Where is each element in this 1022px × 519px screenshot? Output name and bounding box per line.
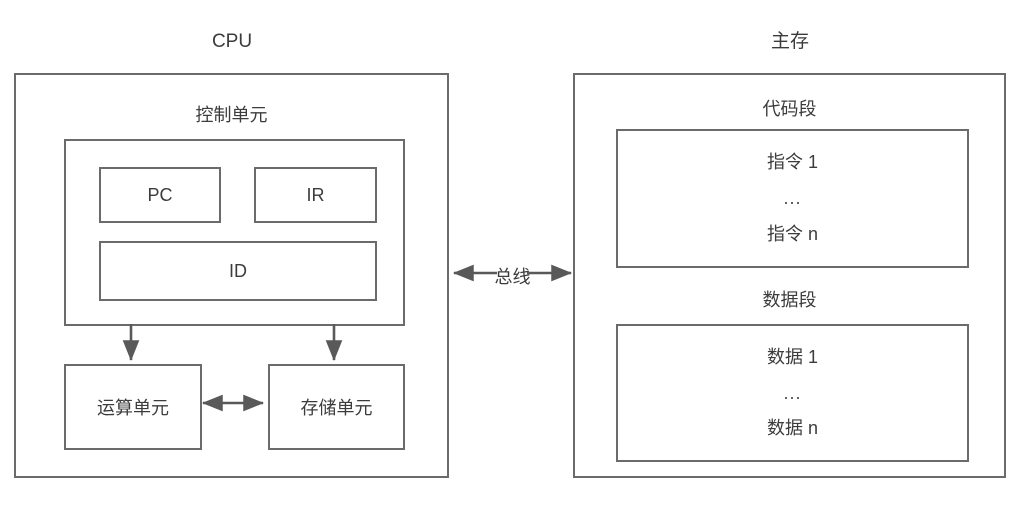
code-segment-box: 指令 1 ... 指令 n [616, 129, 969, 268]
data-segment-label: 数据段 [762, 290, 817, 310]
data-segment-items: 数据 1 ... 数据 n [618, 326, 967, 460]
alu-label: 运算单元 [97, 398, 169, 418]
data-item-first: 数据 1 [766, 346, 818, 367]
code-item-last: 指令 n [766, 223, 818, 244]
register-id-box: ID [99, 241, 377, 301]
cpu-box: 控制单元 PC IR ID 运算单元 存储单元 [14, 73, 449, 478]
storage-unit-box: 存储单元 [268, 364, 405, 450]
code-segment-label: 代码段 [762, 99, 817, 119]
data-item-ellipsis: ... [783, 382, 802, 403]
memory-title: 主存 [770, 31, 809, 52]
storage-unit-label: 存储单元 [300, 398, 373, 418]
data-segment-box: 数据 1 ... 数据 n [616, 324, 969, 462]
alu-box: 运算单元 [64, 364, 202, 450]
code-segment-items: 指令 1 ... 指令 n [618, 131, 967, 266]
register-ir-box: IR [254, 167, 377, 223]
control-unit-label: 控制单元 [195, 105, 268, 125]
control-unit-box: PC IR ID [64, 139, 405, 326]
cpu-title: CPU [211, 31, 253, 52]
register-pc-label: PC [147, 184, 173, 205]
code-item-ellipsis: ... [783, 188, 802, 209]
main-memory-box: 代码段 指令 1 ... 指令 n 数据段 数据 1 ... 数据 n [573, 73, 1006, 478]
register-ir-label: IR [306, 184, 325, 205]
register-id-label: ID [229, 260, 247, 281]
register-pc-box: PC [99, 167, 221, 223]
data-item-last: 数据 n [766, 418, 818, 439]
code-item-first: 指令 1 [766, 152, 818, 173]
bus-label: 总线 [494, 267, 531, 287]
